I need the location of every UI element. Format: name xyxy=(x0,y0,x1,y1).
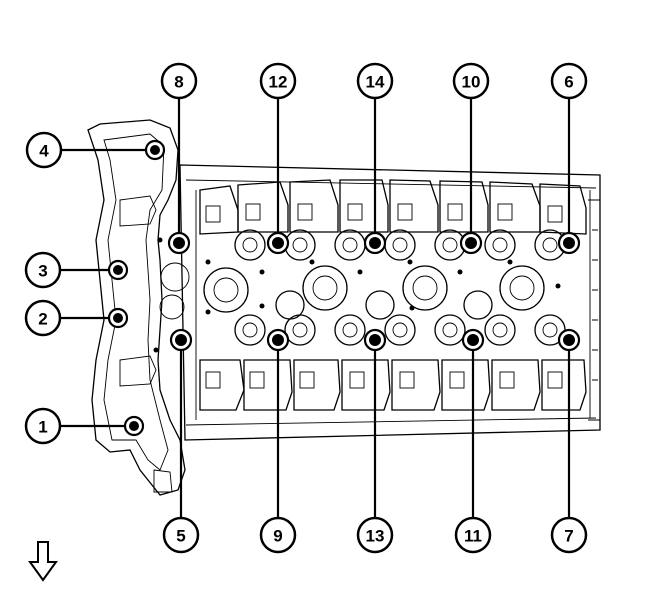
callout-label: 8 xyxy=(174,73,183,92)
upper-cam-towers xyxy=(199,179,587,235)
callout-4: 4 xyxy=(25,131,63,169)
callout-label: 9 xyxy=(273,527,282,546)
callout-label: 5 xyxy=(176,527,185,546)
leader-lines xyxy=(60,98,571,518)
bolt-3 xyxy=(107,259,129,281)
callout-label: 7 xyxy=(564,527,573,546)
callout-label: 1 xyxy=(38,418,47,437)
callouts: 1 2 3 4 5 6 7 8 xyxy=(24,62,588,554)
callout-label: 11 xyxy=(464,527,482,546)
callout-5: 5 xyxy=(162,516,200,554)
callout-label: 12 xyxy=(269,73,288,92)
bolt-11 xyxy=(461,328,485,352)
callout-12: 12 xyxy=(259,62,297,100)
bolt-4 xyxy=(144,139,166,161)
callout-label: 10 xyxy=(462,73,481,92)
bolt-1 xyxy=(123,415,145,437)
callout-2: 2 xyxy=(24,299,62,337)
callout-11: 11 xyxy=(454,516,492,554)
callout-1: 1 xyxy=(24,407,62,445)
lower-cam-towers xyxy=(199,359,587,411)
callout-14: 14 xyxy=(356,62,394,100)
down-arrow-icon xyxy=(28,541,58,582)
combustion-chamber-details xyxy=(153,229,566,353)
callout-label: 6 xyxy=(564,73,573,92)
bolt-7 xyxy=(557,328,581,352)
bolt-9 xyxy=(266,328,290,352)
bolt-8 xyxy=(167,231,191,255)
callout-13: 13 xyxy=(356,516,394,554)
bolt-6 xyxy=(557,231,581,255)
bolt-10 xyxy=(459,231,483,255)
callout-label: 4 xyxy=(39,142,49,161)
bolt-12 xyxy=(266,231,290,255)
callout-label: 13 xyxy=(366,527,385,546)
bolt-14 xyxy=(363,231,387,255)
cylinder-head-drawing xyxy=(87,119,601,496)
bolt-2 xyxy=(107,307,129,329)
callout-label: 3 xyxy=(38,262,47,281)
callout-8: 8 xyxy=(160,62,198,100)
callout-9: 9 xyxy=(259,516,297,554)
callout-label: 14 xyxy=(366,73,385,92)
callout-7: 7 xyxy=(550,516,588,554)
callout-3: 3 xyxy=(24,251,62,289)
bolt-5 xyxy=(169,328,193,352)
callout-label: 2 xyxy=(38,310,47,329)
callout-6: 6 xyxy=(550,62,588,100)
callout-10: 10 xyxy=(452,62,490,100)
bolt-13 xyxy=(363,328,387,352)
head-bolts xyxy=(107,139,581,437)
